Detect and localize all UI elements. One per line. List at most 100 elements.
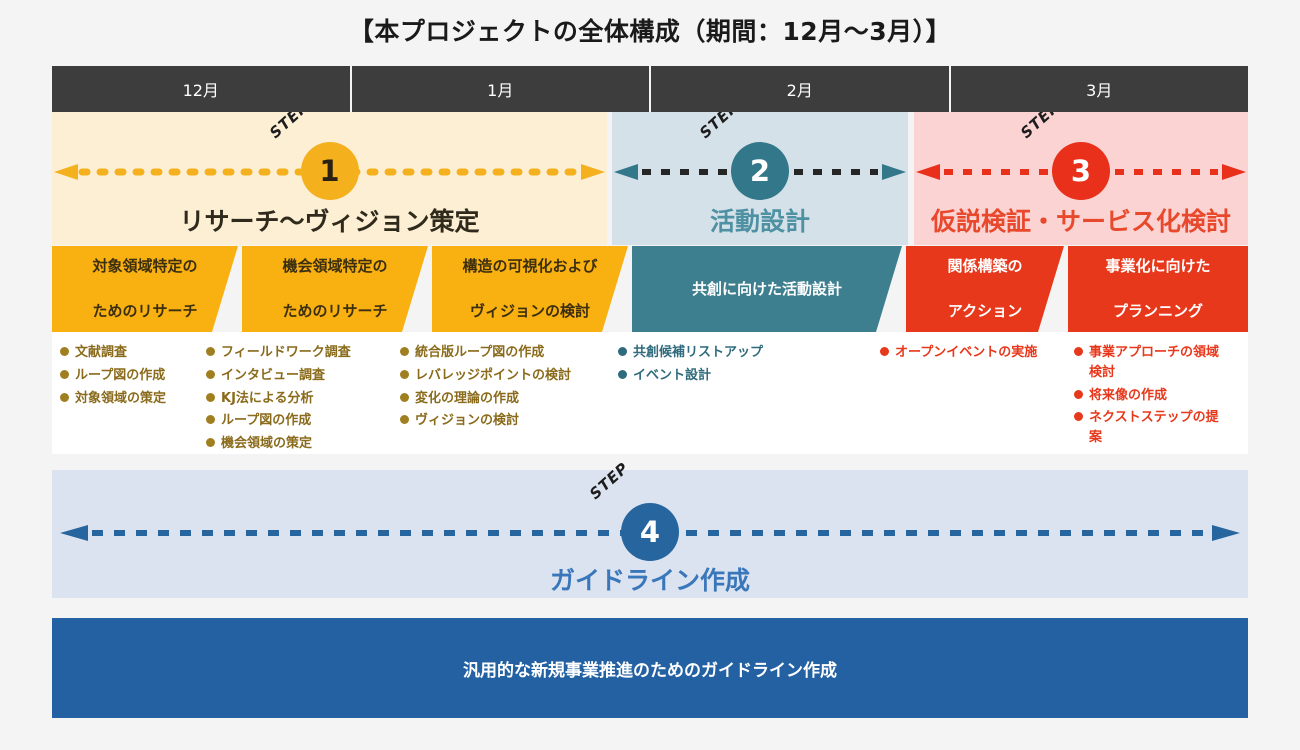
bullet-dot-icon [400, 347, 409, 356]
detail-item: ループ図の作成 [206, 411, 381, 431]
step-band-3: STEP 3 仮説検証・サービス化検討 [914, 112, 1248, 245]
phase-chevron-5: 関係構築の アクション [906, 246, 1064, 332]
phase-chevron-4: 共創に向けた活動設計 [632, 246, 902, 332]
detail-column-4: 共創候補リストアップ イベント設計 [618, 343, 818, 389]
detail-item: ループ図の作成 [60, 366, 208, 386]
step-4-badge: 4 [621, 503, 679, 561]
step-3-step-word: STEP [1016, 112, 1064, 142]
step-bands-row: STEP 1 リサーチ〜ヴィジョン策定 STEP 2 活動設計 [52, 112, 1248, 245]
bullet-dot-icon [206, 392, 215, 402]
detail-item: オープンイベントの実施 [880, 343, 1080, 363]
step-2-label: 活動設計 [709, 207, 810, 236]
detail-item-label: 将来像の作成 [1089, 387, 1168, 403]
detail-item: 将来像の作成 [1074, 386, 1224, 406]
step-band-4: STEP 4 ガイドライン作成 [52, 459, 1248, 598]
bullet-dot-icon [1074, 347, 1083, 356]
phase-1-line-1: 対象領域特定の [92, 257, 198, 276]
bullet-dot-icon [60, 347, 69, 356]
band-gap-1 [607, 112, 612, 245]
detail-item: 対象領域の策定 [60, 389, 208, 409]
bullet-dot-icon [206, 369, 215, 379]
detail-item: 文献調査 [60, 343, 208, 363]
detail-item-label: 共創候補リストアップ [633, 345, 764, 360]
bullet-dot-icon [1074, 412, 1083, 422]
detail-item-label: フィールドワーク調査 [221, 345, 351, 360]
detail-item-label: KJ法による分析 [221, 390, 314, 406]
step-2-badge: 2 [731, 142, 789, 200]
phase-chevron-2: 機会領域特定の ためのリサーチ [242, 246, 428, 332]
month-cell-december: 12月 [52, 66, 352, 112]
bullet-dot-icon [400, 369, 409, 379]
detail-item: 統合版ループ図の作成 [400, 343, 600, 363]
detail-item-label: 対象領域の策定 [75, 390, 167, 406]
bullet-dot-icon [618, 347, 627, 356]
phase-2-line-1: 機会領域特定の [282, 257, 388, 276]
detail-item: ネクストステップの提案 [1074, 408, 1224, 448]
bullet-dot-icon [206, 415, 215, 425]
month-header-bar: 12月 1月 2月 3月 [52, 66, 1248, 112]
bullet-dot-icon [60, 369, 69, 379]
step-3-badge: 3 [1052, 142, 1110, 200]
detail-column-6: 事業アプローチの領域検討 将来像の作成 ネクストステップの提案 [1074, 343, 1224, 451]
phase-3-line-2: ヴィジョンの検討 [469, 302, 590, 321]
detail-item: イベント設計 [618, 366, 818, 386]
phase-1-line-2: ためのリサーチ [92, 302, 198, 321]
detail-column-1: 文献調査 ループ図の作成 対象領域の策定 [60, 343, 208, 411]
timeline-diagram: 12月 1月 2月 3月 STEP 1 リサーチ〜ヴィジョン策定 [52, 66, 1248, 718]
phase-3-line-1: 構造の可視化および [462, 257, 598, 276]
phase-6-line-1: 事業化に向けた [1105, 257, 1211, 276]
bullet-dot-icon [880, 347, 889, 356]
detail-item-label: インタビュー調査 [221, 367, 326, 383]
detail-item-label: 文献調査 [75, 345, 128, 360]
detail-item: 機会領域の策定 [206, 434, 381, 454]
phase-details-row: 文献調査 ループ図の作成 対象領域の策定 フィールドワーク調査 インタビュー調査… [52, 332, 1248, 454]
phase-6-line-2: プランニング [1112, 302, 1203, 321]
step-4-step-word: STEP [585, 458, 633, 503]
step-3-label: 仮説検証・サービス化検討 [930, 207, 1231, 236]
phase-2-line-2: ためのリサーチ [282, 302, 388, 321]
bullet-dot-icon [60, 392, 69, 402]
phase-chevron-row: 対象領域特定の ためのリサーチ 機会領域特定の ためのリサーチ 構造の可視化およ… [52, 246, 1248, 332]
detail-item: レバレッジポイントの検討 [400, 366, 600, 386]
step-1-label: リサーチ〜ヴィジョン策定 [179, 207, 480, 236]
detail-item: 事業アプローチの領域検討 [1074, 343, 1224, 383]
band-gap-2 [908, 112, 914, 245]
phase-chevron-1: 対象領域特定の ためのリサーチ [52, 246, 238, 332]
detail-item-label: ネクストステップの提案 [1089, 410, 1219, 445]
detail-item: インタビュー調査 [206, 366, 381, 386]
detail-column-2: フィールドワーク調査 インタビュー調査 KJ法による分析 ループ図の作成 機会領… [206, 343, 381, 457]
detail-item: KJ法による分析 [206, 389, 381, 409]
detail-item: 変化の理論の作成 [400, 389, 600, 409]
phase-5-line-1: 関係構築の [947, 257, 1023, 276]
bullet-dot-icon [400, 415, 409, 425]
detail-item-label: 変化の理論の作成 [415, 390, 520, 406]
phase-chevron-3: 構造の可視化および ヴィジョンの検討 [432, 246, 628, 332]
phase-4-line-1: 共創に向けた活動設計 [691, 279, 842, 298]
detail-item-label: 機会領域の策定 [221, 436, 313, 451]
detail-item-label: 統合版ループ図の作成 [415, 345, 545, 360]
detail-item-label: ループ図の作成 [221, 413, 312, 429]
bullet-dot-icon [206, 438, 215, 447]
bullet-dot-icon [400, 392, 409, 402]
detail-item-label: オープンイベントの実施 [895, 345, 1038, 360]
phase-chevron-6: 事業化に向けた プランニング [1068, 246, 1248, 332]
guideline-summary-bar: 汎用的な新規事業推進のためのガイドライン作成 [52, 618, 1248, 718]
detail-item: 共創候補リストアップ [618, 343, 818, 363]
detail-item-label: ループ図の作成 [75, 367, 166, 383]
detail-column-3: 統合版ループ図の作成 レバレッジポイントの検討 変化の理論の作成 ヴィジョンの検… [400, 343, 600, 434]
step-band-2: STEP 2 活動設計 [612, 112, 908, 245]
detail-item-label: ヴィジョンの検討 [415, 413, 520, 429]
month-cell-february: 2月 [651, 66, 951, 112]
month-cell-march: 3月 [950, 66, 1248, 112]
bullet-dot-icon [206, 347, 215, 356]
detail-item-label: レバレッジポイントの検討 [415, 367, 572, 383]
step-1-badge: 1 [300, 142, 359, 200]
step-2-step-word: STEP [695, 112, 743, 142]
step-1-arrow-icon [52, 164, 607, 180]
detail-item: フィールドワーク調査 [206, 343, 381, 363]
detail-item: ヴィジョンの検討 [400, 411, 600, 431]
page-title: 【本プロジェクトの全体構成（期間：12月〜3月）】 [348, 17, 952, 46]
detail-item-label: イベント設計 [633, 367, 712, 383]
month-cell-january: 1月 [351, 66, 651, 112]
bullet-dot-icon [618, 369, 627, 379]
